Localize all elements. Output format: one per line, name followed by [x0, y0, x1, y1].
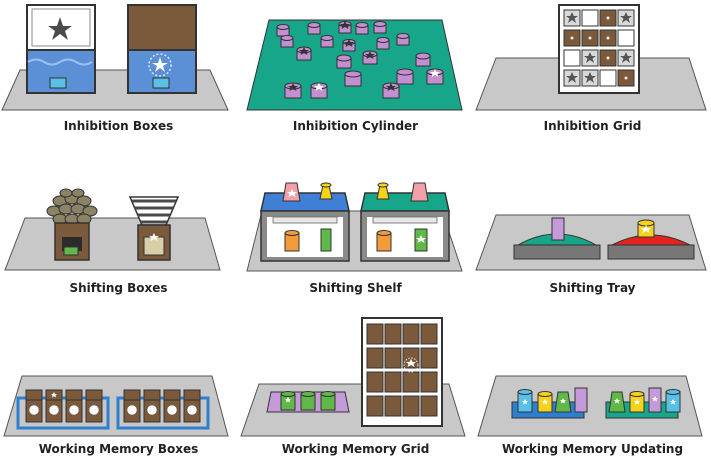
red-material — [611, 234, 691, 246]
box-lid-right — [127, 4, 197, 51]
working-memory-boxes-panel: Working Memory Boxes — [0, 306, 237, 459]
grid-cells — [563, 9, 635, 87]
caption-inhibition-grid: Inhibition Grid — [543, 119, 642, 133]
lilac-block — [551, 217, 565, 241]
dot-markers — [570, 16, 628, 80]
green-block — [320, 228, 332, 252]
shifting-shelf-illustration — [246, 182, 463, 272]
caption-inhibition-cylinder: Inhibition Cylinder — [292, 119, 419, 133]
inhibition-boxes-illustration — [1, 4, 229, 111]
stone-pile — [46, 188, 98, 225]
caption-shifting-shelf: Shifting Shelf — [309, 281, 402, 295]
star-icon — [406, 359, 416, 367]
caption-inhibition-boxes: Inhibition Boxes — [63, 119, 174, 133]
blue-outline-right — [116, 396, 210, 430]
star-icons-white — [314, 69, 440, 91]
box-windows — [28, 404, 198, 416]
star-icon — [285, 397, 291, 403]
hand-icon — [49, 77, 67, 89]
inhibition-grid-illustration — [475, 4, 707, 111]
shelf-top-green — [360, 192, 450, 212]
shifting-tray-illustration — [475, 214, 707, 271]
tray-left — [513, 244, 601, 260]
tray-right — [607, 244, 695, 260]
working-memory-grid-illustration — [240, 317, 466, 437]
pink-cup — [410, 182, 429, 202]
caption-working-memory-grid: Working Memory Grid — [281, 442, 430, 456]
caption-shifting-tray: Shifting Tray — [549, 281, 636, 295]
working-memory-updating-illustration — [477, 375, 703, 437]
water-compartment-right — [127, 49, 197, 94]
star-icon — [287, 189, 297, 197]
memory-boxes — [25, 389, 201, 423]
blue-outline-left — [16, 396, 110, 430]
hand-icon — [63, 246, 79, 256]
star-icon — [48, 17, 72, 40]
star-icons — [566, 12, 632, 83]
working-memory-grid-panel: Working Memory Grid — [237, 306, 474, 459]
sand-compartment — [143, 236, 165, 256]
inhibition-boxes-panel: Inhibition Boxes — [0, 0, 237, 153]
caption-working-memory-boxes: Working Memory Boxes — [38, 442, 199, 456]
star-icon — [416, 235, 426, 243]
shifting-boxes-illustration — [4, 188, 221, 271]
working-memory-updating-panel: Working Memory Updating — [474, 306, 711, 459]
star-icon — [149, 233, 159, 241]
star-icon — [641, 225, 651, 233]
star-icons — [288, 21, 396, 91]
green-cylinders — [280, 391, 336, 411]
caption-shifting-boxes: Shifting Boxes — [69, 281, 168, 295]
shifting-boxes-panel: Shifting Boxes — [0, 153, 237, 306]
platform — [477, 375, 703, 437]
shifting-shelf-panel: Shifting Shelf — [237, 153, 474, 306]
grid-cells — [366, 323, 438, 417]
star-icon — [51, 392, 57, 398]
shelf-top-blue — [260, 192, 350, 212]
star-icons — [522, 396, 676, 405]
star-icon — [152, 57, 168, 72]
inhibition-grid-panel: Inhibition Grid — [474, 0, 711, 153]
inhibition-cylinder-panel: Inhibition Cylinder — [237, 0, 474, 153]
inhibition-cylinder-illustration — [246, 19, 463, 111]
lilac-block — [574, 387, 588, 413]
funnel-stripes — [132, 199, 176, 224]
shifting-tray-panel: Shifting Tray — [474, 153, 711, 306]
platform — [4, 217, 221, 271]
hand-icon — [152, 77, 170, 89]
caption-working-memory-updating: Working Memory Updating — [501, 442, 684, 456]
working-memory-boxes-illustration — [3, 375, 229, 437]
